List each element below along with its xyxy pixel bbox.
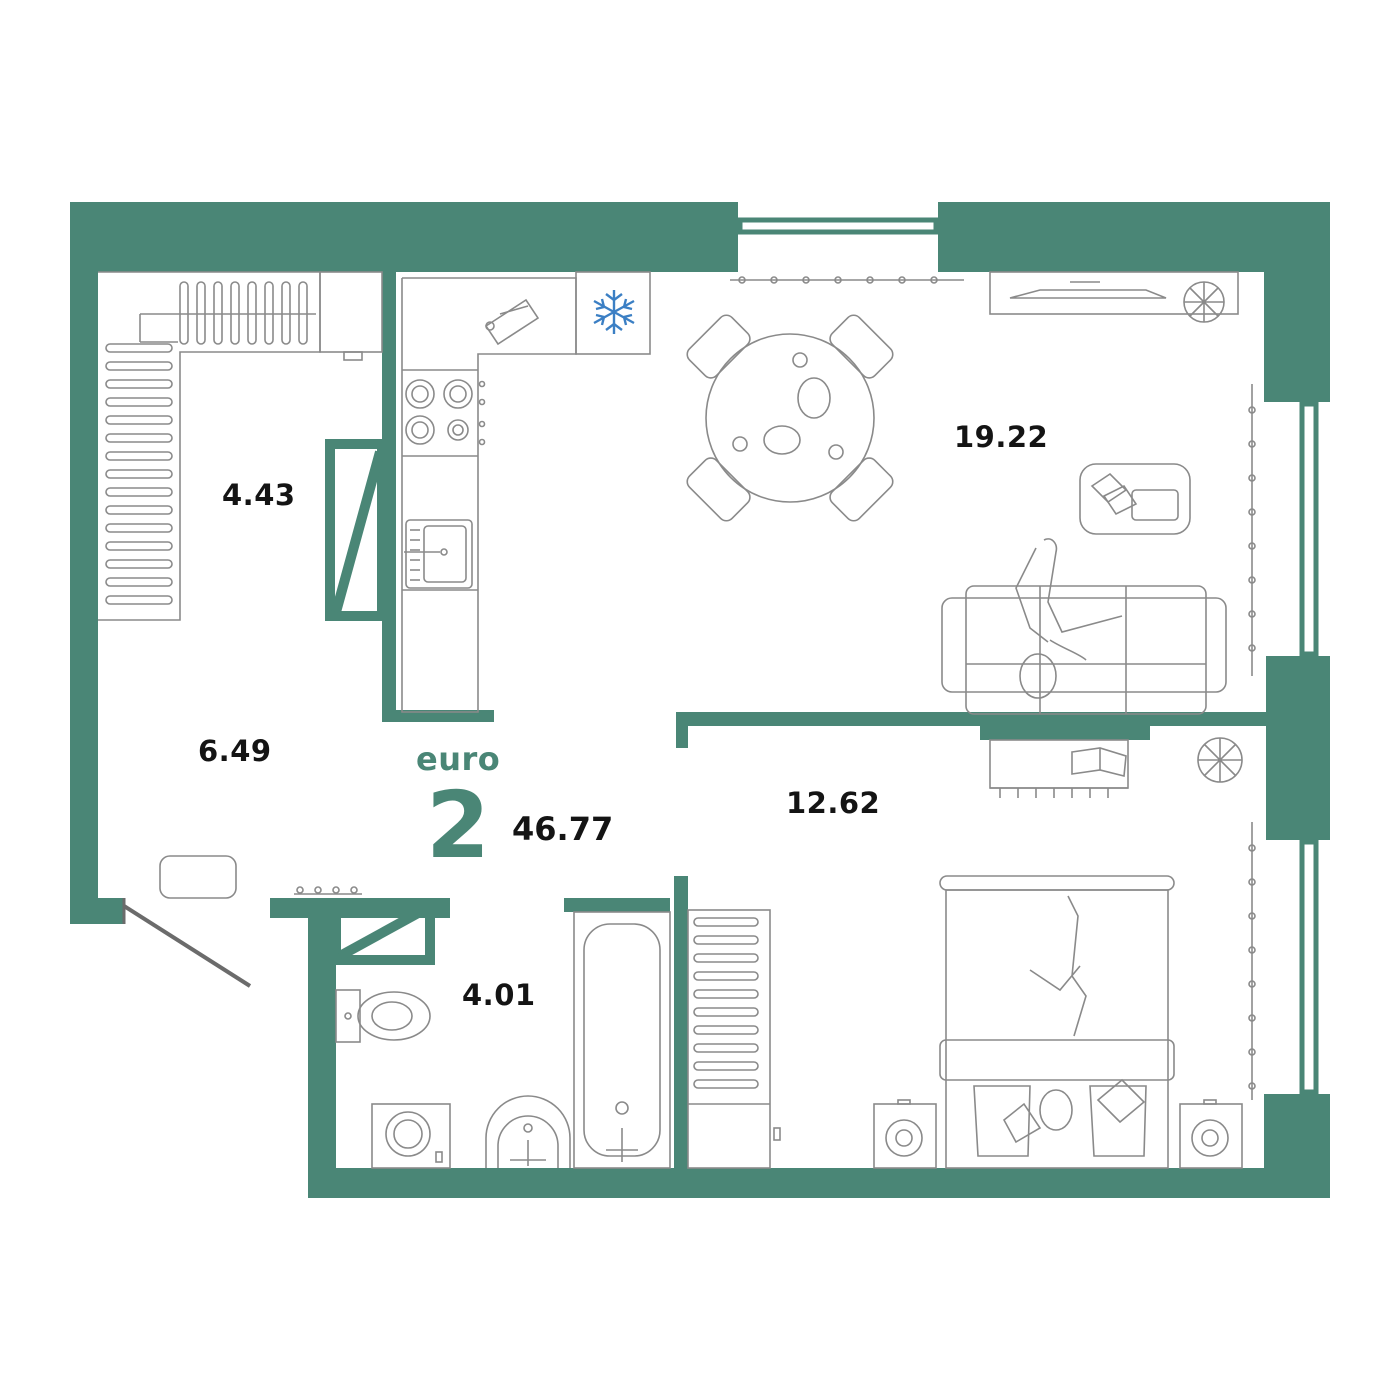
apartment-rooms-count: 2: [426, 772, 491, 879]
wall-left-foot: [70, 898, 124, 924]
bathtub-icon: [573, 911, 671, 1169]
curtain-rail-right: [1248, 384, 1256, 1100]
washing-machine-icon: [873, 1099, 937, 1169]
wall-top-left: [70, 202, 738, 272]
sofa-icon: [941, 538, 1227, 715]
wall-living-bedroom: [676, 712, 1266, 726]
entrance-door: [122, 904, 252, 988]
wall-left: [70, 202, 98, 924]
tv-icon: [989, 271, 1239, 315]
sink-icon: [485, 1095, 571, 1168]
wall-bath-stub: [564, 898, 670, 912]
washing-machine-icon: [371, 1103, 451, 1169]
room-area-hallway: 6.49: [198, 734, 272, 768]
sink-icon: [404, 519, 473, 589]
pouf-icon: [159, 855, 237, 899]
window-right: [1299, 401, 1319, 1095]
wall-bottom: [308, 1168, 1330, 1198]
washing-machine-icon: [1179, 1099, 1243, 1169]
apartment-total-area: 46.77: [512, 810, 614, 848]
wardrobe-shelving: [98, 271, 383, 621]
wardrobe-door: [325, 439, 387, 621]
wall-living-bedroom-stub: [676, 712, 688, 748]
wall-bedroom-bath: [674, 876, 688, 1170]
toilet-icon: [335, 989, 431, 1043]
room-area-wardrobe: 4.43: [222, 478, 296, 512]
hanging-rail-left: [105, 343, 173, 605]
cutting-board-icon: [484, 298, 540, 346]
room-area-bathroom: 4.01: [462, 978, 536, 1012]
wall-bedroom-shelf: [980, 724, 1150, 740]
coat-hooks: [294, 886, 362, 895]
dining-table-icon: [686, 314, 894, 522]
plant-icon: [1197, 737, 1243, 783]
plant-icon: [1183, 281, 1225, 323]
room-area-bedroom: 12.62: [786, 786, 881, 820]
coffee-table-icon: [1079, 463, 1191, 535]
window-top: [737, 217, 939, 235]
snowflake-icon: [593, 290, 635, 334]
apartment-type-label: euro: [416, 740, 501, 778]
wall-partition-foot: [382, 710, 494, 722]
wall-right-top: [1264, 202, 1330, 402]
bathroom-door: [331, 903, 435, 965]
book-icon: [1071, 747, 1127, 778]
stove-icon: [405, 379, 486, 446]
hanging-rail-top: [179, 281, 308, 345]
bed-icon: [939, 875, 1175, 1169]
desk-icon: [989, 739, 1129, 798]
walls: [70, 202, 1330, 1198]
curtain-rail-top: [730, 276, 964, 284]
kitchen-counter: [401, 271, 651, 713]
room-area-kitchen-living: 19.22: [954, 420, 1049, 454]
radiator-icon: [687, 909, 781, 1169]
wall-right-mid: [1266, 656, 1330, 840]
